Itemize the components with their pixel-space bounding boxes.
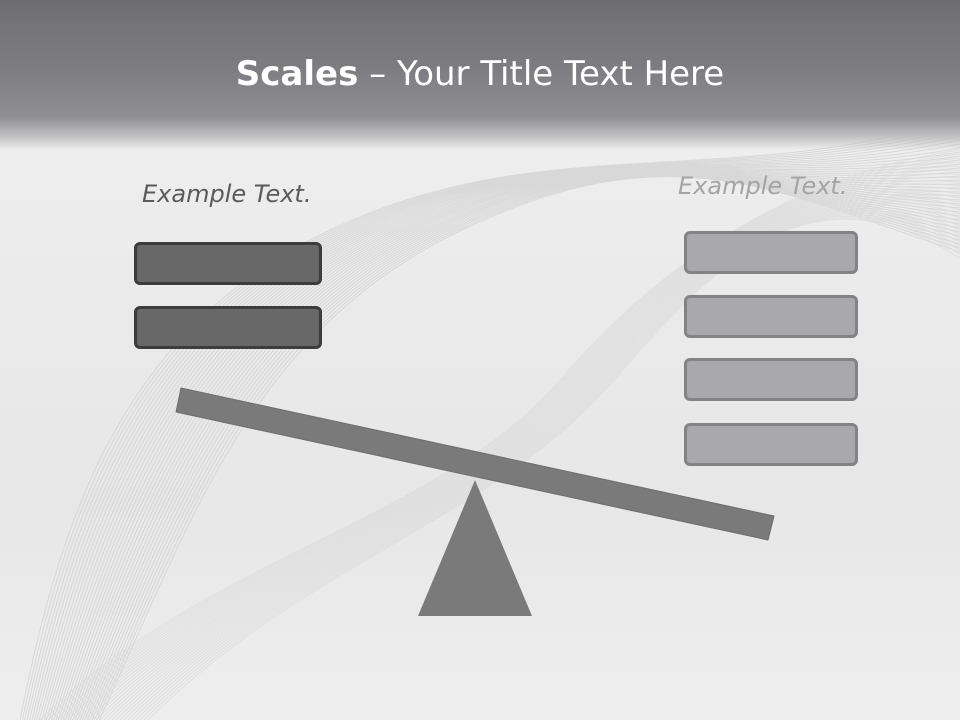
wave-line <box>24 127 960 720</box>
right-text-box-4[interactable] <box>684 423 858 466</box>
wave-line <box>79 174 960 720</box>
wave-line <box>107 202 960 720</box>
wave-line <box>47 157 960 720</box>
wave-line <box>91 193 960 720</box>
left-caption: Example Text. <box>142 180 312 208</box>
fulcrum-triangle <box>418 480 532 616</box>
wave-line <box>96 175 960 720</box>
wave-line <box>87 191 960 720</box>
wave-line <box>119 208 960 720</box>
wave-line <box>36 147 960 720</box>
wave-line <box>50 169 960 720</box>
balance-beam <box>175 387 775 541</box>
wave-line <box>84 174 960 720</box>
wave-line <box>131 212 960 720</box>
title-bold-part: Scales <box>235 54 359 94</box>
wave-line <box>135 214 960 720</box>
wave-line <box>33 143 960 720</box>
wave-line <box>69 172 960 720</box>
wave-line <box>63 173 960 720</box>
wave-line <box>81 174 960 720</box>
wave-line <box>98 176 960 720</box>
wave-line <box>91 175 960 720</box>
title-rest-part: – Your Title Text Here <box>358 54 725 94</box>
wave-line <box>53 170 960 720</box>
wave-line <box>55 165 960 720</box>
wave-line <box>75 183 960 720</box>
wave-line <box>115 206 960 720</box>
slide-title: Scales – Your Title Text Here <box>0 52 960 96</box>
wave-line <box>57 171 960 720</box>
wave-line <box>65 172 960 720</box>
wave-line <box>43 153 960 720</box>
wave-line <box>51 161 960 720</box>
wave-line <box>123 209 960 720</box>
right-text-box-3[interactable] <box>684 358 858 401</box>
wave-line <box>72 173 960 720</box>
wave-line <box>39 149 960 720</box>
right-text-box-2[interactable] <box>684 295 858 338</box>
wave-line <box>29 135 960 720</box>
left-text-box-1[interactable] <box>134 242 322 285</box>
wave-line <box>89 175 960 720</box>
wave-line <box>79 186 960 720</box>
wave-line <box>31 139 960 720</box>
wave-line <box>71 180 960 720</box>
wave-line <box>93 175 960 720</box>
wave-line <box>143 217 960 720</box>
wave-line <box>99 198 960 720</box>
right-caption: Example Text. <box>678 172 848 200</box>
wave-line <box>60 171 960 720</box>
wave-line <box>48 167 960 720</box>
wave-line <box>38 151 960 720</box>
wave-line <box>127 211 960 720</box>
wave-line <box>74 173 960 720</box>
wave-line <box>26 131 960 720</box>
wave-line <box>77 173 960 720</box>
right-text-box-1[interactable] <box>684 231 858 274</box>
wave-line <box>67 172 960 720</box>
wave-line <box>103 200 960 720</box>
wave-line <box>45 163 960 720</box>
wave-line <box>19 119 960 720</box>
wave-line <box>147 218 960 720</box>
wave-line <box>111 204 960 720</box>
wave-line <box>62 171 960 720</box>
wave-line <box>21 123 960 720</box>
wave-line <box>95 196 960 720</box>
wave-line <box>86 174 960 720</box>
wave-line <box>59 169 960 720</box>
wave-line <box>139 215 960 720</box>
wave-line <box>83 188 960 720</box>
left-text-box-2[interactable] <box>134 306 322 349</box>
wave-line <box>67 176 960 720</box>
wave-line <box>41 155 960 720</box>
wave-line <box>55 170 960 720</box>
title-bar <box>0 0 960 150</box>
wave-line <box>43 159 960 720</box>
